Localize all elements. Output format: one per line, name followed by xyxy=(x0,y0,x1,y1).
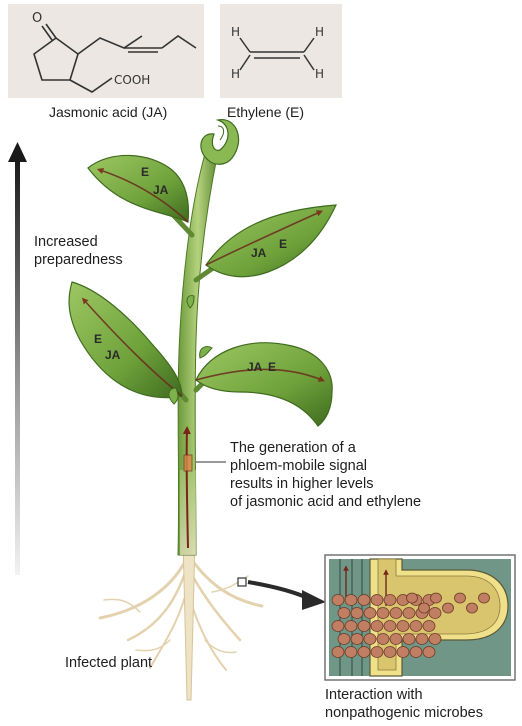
microbe-cell xyxy=(390,608,402,619)
microbe-cell xyxy=(377,608,389,619)
microbe-cell xyxy=(455,593,466,603)
arrow-label-line: Increased xyxy=(34,233,123,251)
microbe-cell xyxy=(371,647,383,658)
hydrogen-atom: H xyxy=(315,25,324,39)
carboxyl-group: COOH xyxy=(114,73,150,87)
microbe-cell xyxy=(351,634,363,645)
microbe-interaction-caption: Interaction with nonpathogenic microbes xyxy=(325,686,522,722)
leaf-upper-right xyxy=(206,205,336,277)
microbe-cell xyxy=(403,634,415,645)
microbe-cell xyxy=(390,634,402,645)
hydrogen-atom: H xyxy=(231,67,240,81)
infected-plant-label: Infected plant xyxy=(65,654,152,672)
leaf-upper-left xyxy=(88,155,188,222)
microbe-caption-line: nonpathogenic microbes xyxy=(325,704,522,722)
signal-line: results in higher levels xyxy=(230,475,470,493)
increased-preparedness-label: Increased preparedness xyxy=(34,233,123,269)
jasmonic-acid-caption: Jasmonic acid (JA) xyxy=(49,104,167,120)
microbe-caption-line: Interaction with xyxy=(325,686,522,704)
shoot-apex xyxy=(201,120,239,165)
jasmonic-acid-structure: O COOH xyxy=(8,4,204,98)
phloem-signal-description: The generation of a phloem-mobile signal… xyxy=(230,439,470,511)
microbe-cell xyxy=(407,593,418,603)
microbe-cell xyxy=(371,621,383,632)
microbe-cell xyxy=(423,621,435,632)
microbe-cell xyxy=(364,634,376,645)
microbe-cell xyxy=(431,593,442,603)
microbe-cell xyxy=(332,647,344,658)
microbe-cell xyxy=(371,595,383,606)
microbe-cell xyxy=(416,634,428,645)
microbe-cell xyxy=(397,621,409,632)
leaf-label-e: E xyxy=(268,360,276,374)
hydrogen-atom: H xyxy=(231,25,240,39)
microbe-cell xyxy=(384,621,396,632)
preparedness-arrow xyxy=(8,142,27,575)
leaf-label-ja: JA xyxy=(105,348,120,362)
microbe-cell xyxy=(429,608,441,619)
microbe-cell xyxy=(384,647,396,658)
leaf-lower-left xyxy=(69,282,182,398)
microbe-cell xyxy=(397,647,409,658)
arrow-label-line: preparedness xyxy=(34,251,123,269)
microbe-cell xyxy=(429,634,441,645)
root-microbe-inset xyxy=(325,555,515,680)
leaf-label-e: E xyxy=(141,165,149,179)
microbe-cell xyxy=(332,621,344,632)
hydrogen-atom: H xyxy=(315,67,324,81)
microbe-cell xyxy=(377,634,389,645)
microbe-cell xyxy=(332,595,344,606)
microbe-cell xyxy=(443,603,454,613)
microbe-cell xyxy=(403,608,415,619)
microbe-cell xyxy=(410,647,422,658)
ethylene-structure: H H H H xyxy=(220,4,342,98)
microbe-cell xyxy=(345,647,357,658)
signal-line: of jasmonic acid and ethylene xyxy=(230,493,470,511)
leaf-label-e: E xyxy=(94,332,102,346)
microbe-cell xyxy=(410,621,422,632)
microbe-cell xyxy=(384,595,396,606)
ethylene-box xyxy=(220,4,342,98)
taproot xyxy=(183,540,195,700)
microbe-cell xyxy=(467,603,478,613)
microbe-cell xyxy=(358,647,370,658)
microbe-zoom-arrow xyxy=(238,578,326,610)
leaf-label-e: E xyxy=(279,237,287,251)
microbe-cell xyxy=(419,603,430,613)
arrow-head xyxy=(8,142,27,162)
leaf-label-ja: JA xyxy=(247,360,262,374)
microbe-cell xyxy=(358,621,370,632)
microbe-cell xyxy=(345,595,357,606)
microbe-cell xyxy=(345,621,357,632)
signal-line: The generation of a xyxy=(230,439,470,457)
microbe-cell xyxy=(479,593,490,603)
oxygen-atom: O xyxy=(32,11,42,26)
ethylene-caption: Ethylene (E) xyxy=(227,104,304,120)
microbe-cell xyxy=(358,595,370,606)
microbe-cell xyxy=(338,634,350,645)
leaf-label-ja: JA xyxy=(153,183,168,197)
microbe-cell xyxy=(423,647,435,658)
microbe-cell xyxy=(338,608,350,619)
signal-line: phloem-mobile signal xyxy=(230,457,470,475)
leaf-label-ja: JA xyxy=(251,246,266,260)
leaf-lower-right xyxy=(196,343,332,426)
microbe-cell xyxy=(351,608,363,619)
microbe-cell xyxy=(364,608,376,619)
